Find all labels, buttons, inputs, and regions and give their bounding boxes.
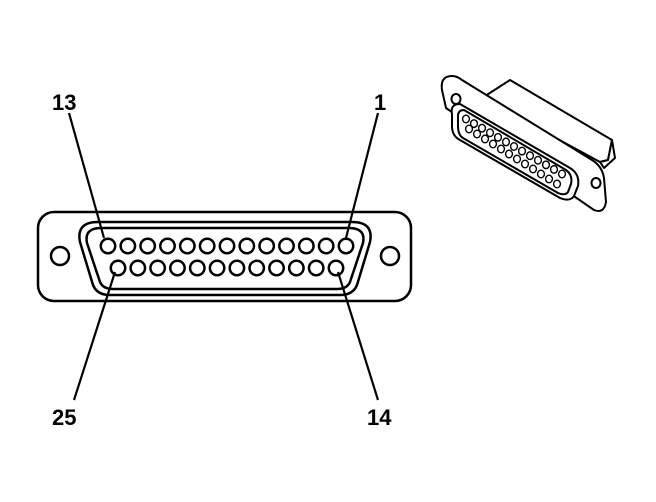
pin (337, 237, 355, 255)
leader-lines (67, 112, 380, 401)
pin (307, 259, 325, 277)
iso-pin (464, 124, 474, 134)
leader-line-pin-1 (344, 112, 380, 239)
pin (109, 259, 127, 277)
iso-pin (480, 134, 490, 144)
pin (228, 259, 246, 277)
iso-pin (549, 164, 559, 174)
pin (178, 237, 196, 255)
iso-pin (488, 139, 498, 149)
label-pin-1: 1 (374, 90, 386, 115)
pin (208, 259, 226, 277)
pin (218, 237, 236, 255)
iso-pin (493, 132, 503, 142)
iso-pin (477, 123, 487, 133)
iso-pin (461, 114, 471, 124)
leader-line-pin-13 (67, 112, 106, 239)
mounting-hole-left (49, 245, 71, 267)
iso-pin-grid (461, 114, 567, 189)
pin-row-top (99, 237, 355, 255)
iso-pin (501, 137, 511, 147)
pin (258, 237, 276, 255)
pin (238, 237, 256, 255)
pin (139, 237, 157, 255)
iso-mounting-hole-top (450, 93, 462, 105)
connector-back-side (599, 139, 616, 169)
connector-isometric-view (440, 75, 616, 212)
pin (248, 259, 266, 277)
iso-pin (525, 151, 535, 161)
iso-pin (552, 179, 562, 189)
iso-mounting-hole-bottom (590, 177, 602, 189)
mounting-hole-right (379, 245, 401, 267)
pin (129, 259, 147, 277)
iso-pin (512, 154, 522, 164)
leader-line-pin-14 (336, 271, 380, 401)
pin (188, 259, 206, 277)
pin (99, 237, 117, 255)
iso-pin (472, 129, 482, 139)
pin (287, 259, 305, 277)
iso-pin (557, 169, 567, 179)
pin (278, 237, 295, 255)
iso-pin (544, 174, 554, 184)
pin (317, 237, 335, 255)
iso-pin (528, 164, 538, 174)
iso-pin (536, 169, 546, 179)
iso-pin (520, 159, 530, 169)
pin (149, 259, 167, 277)
pin (159, 237, 176, 255)
label-pin-14: 14 (367, 405, 392, 430)
pin (297, 237, 315, 255)
connector-flange (36, 210, 413, 303)
iso-pin (504, 149, 514, 159)
connector-front-view (36, 210, 413, 303)
iso-pin (541, 160, 551, 170)
iso-pin (533, 155, 543, 165)
label-pin-13: 13 (52, 90, 76, 115)
pin (169, 259, 186, 277)
leader-line-pin-25 (72, 271, 117, 401)
iso-pin (509, 141, 519, 151)
iso-pin (517, 146, 527, 156)
iso-pin (485, 128, 495, 138)
pin (198, 237, 216, 255)
pin (119, 237, 137, 255)
pin (327, 259, 345, 277)
iso-pin (469, 119, 479, 129)
iso-pin (496, 144, 506, 154)
d-shell-outer (78, 220, 372, 297)
pin (268, 259, 285, 277)
d-shell-inner (85, 226, 365, 291)
label-pin-25: 25 (52, 405, 76, 430)
pin-row-bottom (109, 259, 345, 277)
